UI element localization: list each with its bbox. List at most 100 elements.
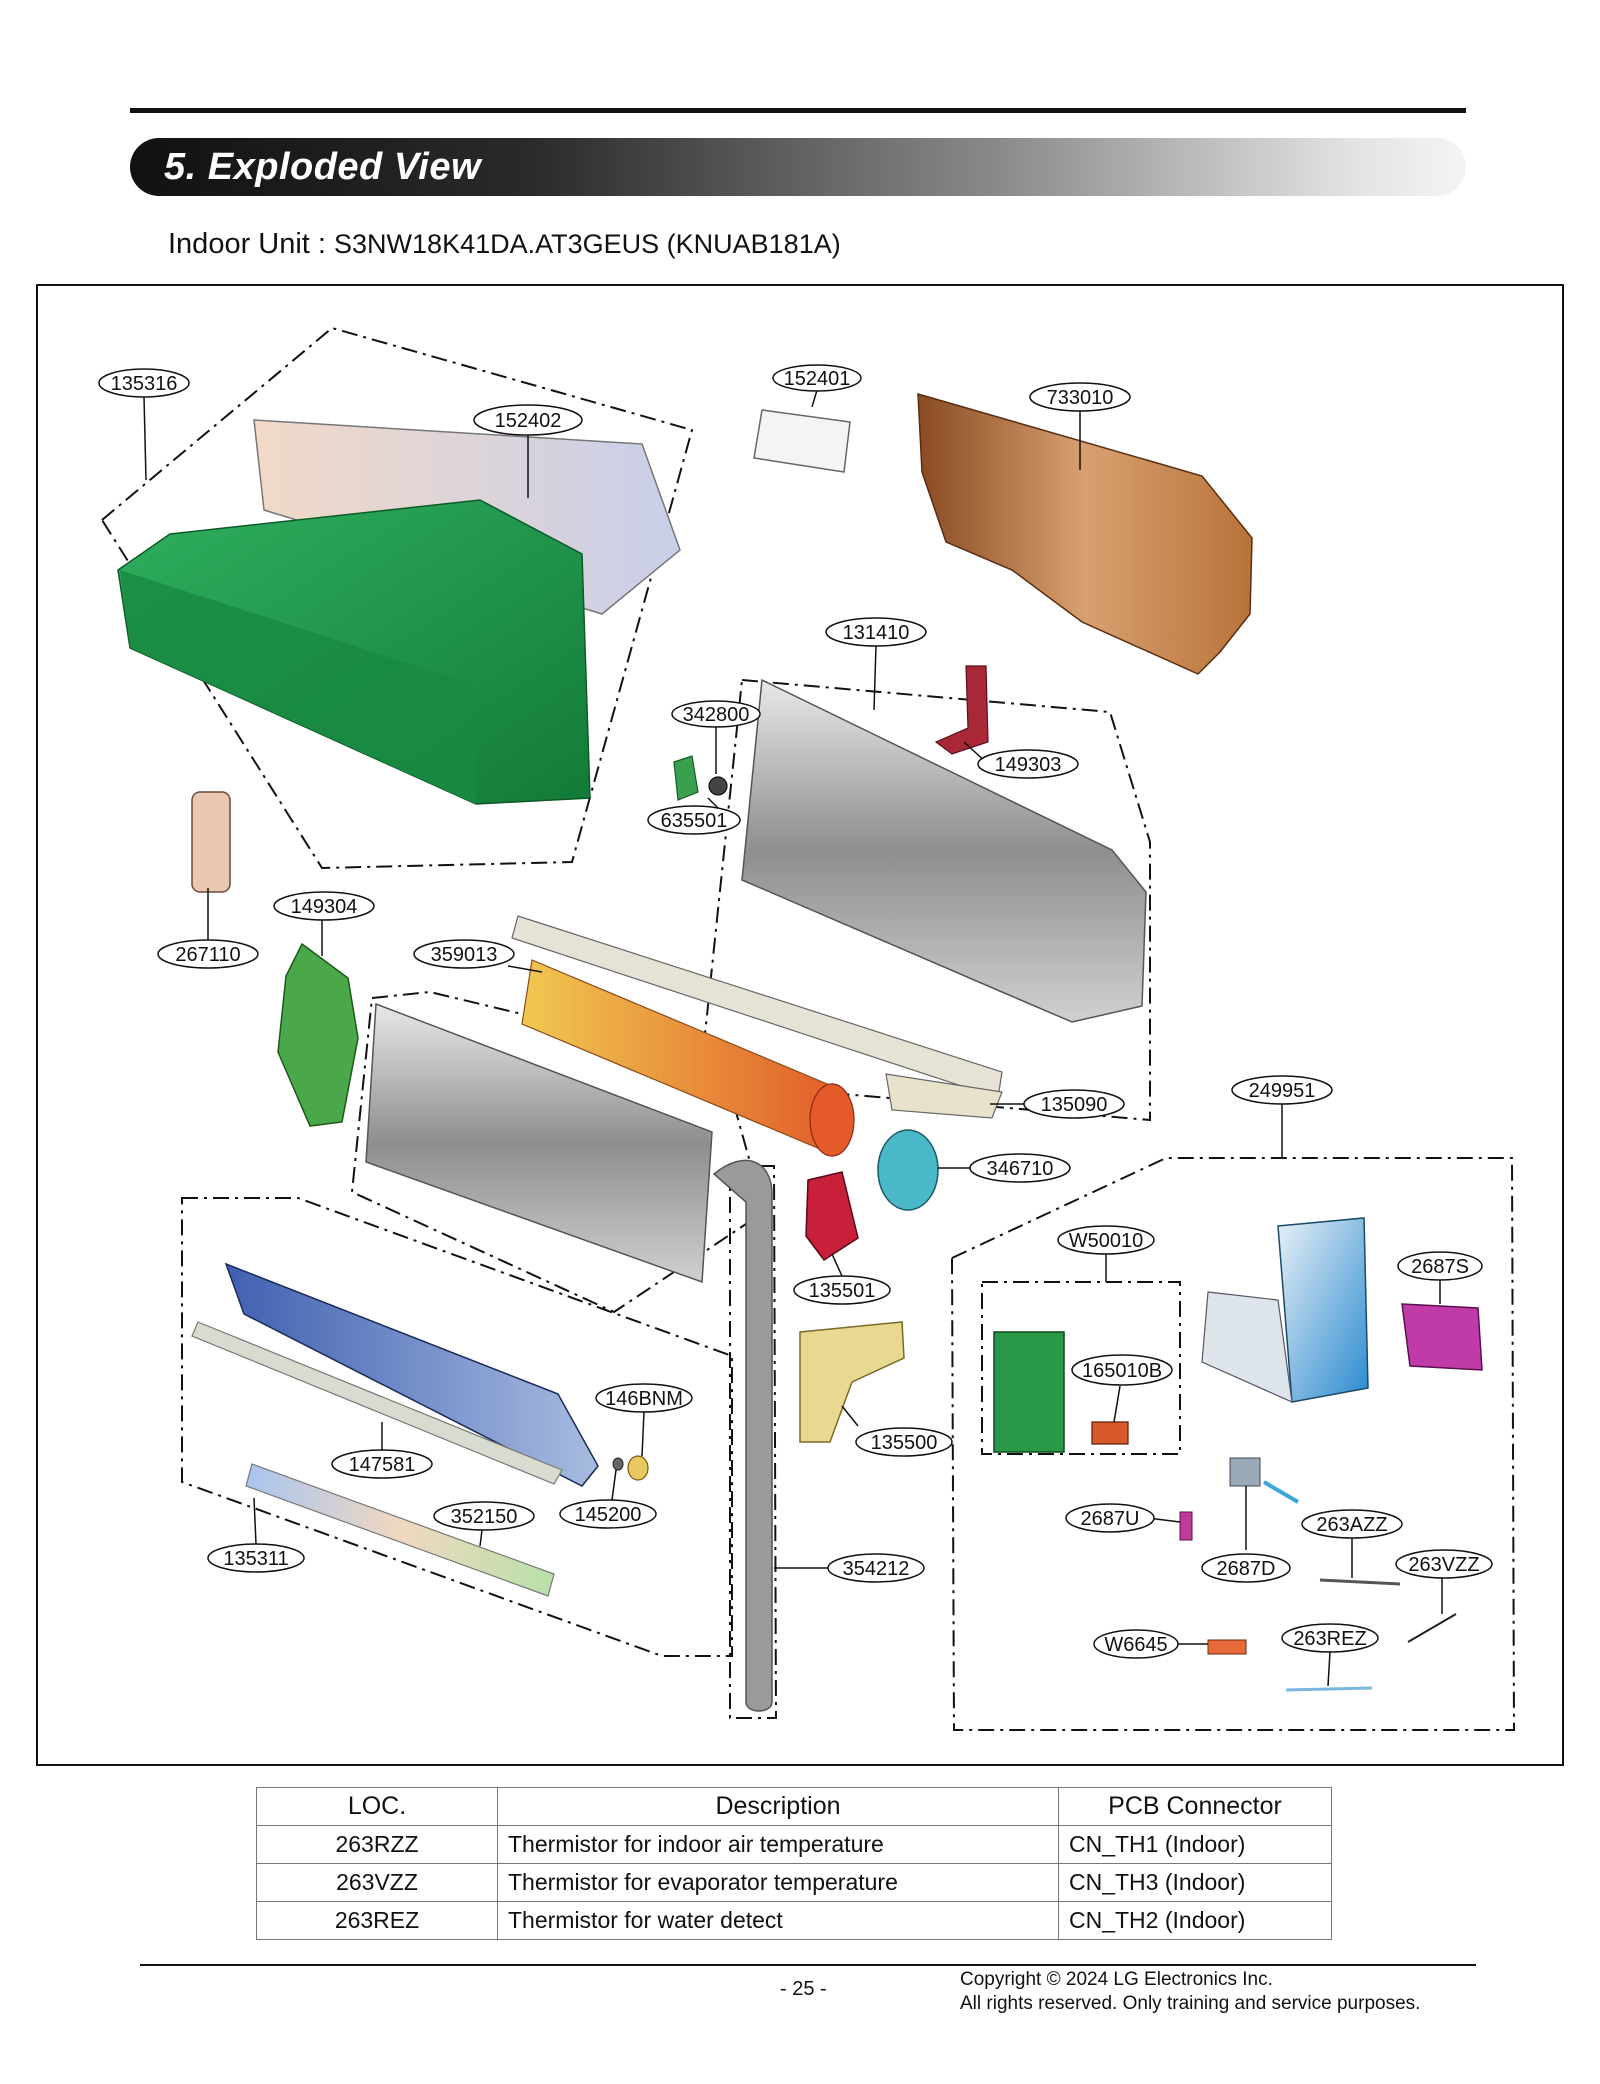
label-part (753, 409, 851, 473)
svg-text:135311: 135311 (223, 1548, 288, 1570)
bottom-rule (140, 1964, 1476, 1966)
table-row: 263VZZ Thermistor for evaporator tempera… (256, 1863, 1332, 1902)
copyright-line-2: All rights reserved. Only training and s… (960, 1993, 1421, 2014)
callout-352150: 352150 (433, 1501, 535, 1531)
leader-263REZ (1327, 1651, 1331, 1687)
exploded-diagram: 135316 152402 152401 733010 131410 34280… (36, 284, 1564, 1766)
remote-control-part (191, 791, 231, 893)
side-bracket-part (277, 942, 359, 1127)
leader-352150 (479, 1529, 483, 1547)
svg-text:149304: 149304 (291, 896, 358, 918)
drain-pan-part (224, 1262, 599, 1487)
leader-152401 (811, 389, 818, 408)
tube-part (245, 1463, 555, 1597)
lower-vane-part (191, 1321, 563, 1485)
callout-135311: 135311 (207, 1543, 305, 1573)
callout-354212: 354212 (827, 1553, 925, 1583)
relay-part (1091, 1421, 1129, 1445)
callout-263REZ: 263REZ (1281, 1623, 1379, 1653)
callout-249951: 249951 (1231, 1075, 1333, 1105)
svg-text:W6645: W6645 (1104, 1634, 1167, 1656)
svg-text:2687S: 2687S (1411, 1256, 1469, 1278)
callout-342800: 342800 (671, 700, 761, 728)
header-description: Description (497, 1787, 1059, 1826)
svg-text:359013: 359013 (431, 944, 498, 966)
step-motor-part (627, 1455, 649, 1481)
callout-145200: 145200 (559, 1499, 657, 1529)
header-pcb-connector: PCB Connector (1058, 1787, 1332, 1826)
callout-263VZZ: 263VZZ (1395, 1549, 1493, 1579)
leader-135311 (253, 1497, 257, 1545)
svg-text:352150: 352150 (451, 1506, 518, 1528)
drain-hose-part (712, 1159, 773, 1712)
row-pcb-connector: CN_TH3 (Indoor) (1058, 1863, 1332, 1902)
control-box-part (1277, 1217, 1369, 1403)
callout-165010B: 165010B (1071, 1354, 1173, 1386)
fan-motor-part (877, 1129, 939, 1211)
bracket-part (934, 665, 989, 755)
svg-text:W50010: W50010 (1069, 1230, 1144, 1252)
callout-149303: 149303 (977, 749, 1079, 779)
model-number: S3NW18K41DA.AT3GEUS (KNUAB181A) (334, 229, 841, 259)
drain-hose-group-outline (729, 1165, 778, 1719)
svg-text:249951: 249951 (1249, 1080, 1316, 1102)
svg-text:267110: 267110 (175, 944, 240, 966)
thermistor-azz-part (1319, 1578, 1401, 1586)
display-cable-part (1262, 1480, 1300, 1504)
leader-131410 (873, 645, 877, 711)
svg-text:149303: 149303 (995, 754, 1062, 776)
group-outlines (100, 326, 1516, 1731)
svg-text:354212: 354212 (843, 1558, 910, 1580)
header-loc: LOC. (256, 1787, 498, 1826)
copyright-line-1: Copyright © 2024 LG Electronics Inc. (960, 1969, 1273, 1990)
row-description: Thermistor for evaporator temperature (497, 1863, 1059, 1902)
leader-146BNM (641, 1411, 645, 1457)
chassis-group-outline (698, 678, 1151, 1122)
leader-135316 (143, 396, 147, 481)
svg-text:263REZ: 263REZ (1293, 1628, 1366, 1650)
callout-635501: 635501 (647, 805, 741, 835)
callout-135501: 135501 (793, 1275, 891, 1305)
callout-135500: 135500 (855, 1427, 953, 1457)
svg-text:152402: 152402 (495, 410, 562, 432)
svg-text:346710: 346710 (987, 1158, 1054, 1180)
callout-W6645: W6645 (1093, 1629, 1179, 1659)
fuse-part (1207, 1639, 1247, 1655)
front-panel-group-outline (100, 326, 694, 870)
fan-end-part (809, 1083, 855, 1157)
callout-2687S: 2687S (1397, 1251, 1483, 1281)
callout-733010: 733010 (1029, 382, 1131, 412)
page-number: - 25 - (780, 1978, 827, 2000)
svg-text:165010B: 165010B (1082, 1360, 1162, 1382)
display-pcb-part (1229, 1457, 1261, 1487)
front-cover-part (120, 570, 476, 804)
leader-165010B (1113, 1385, 1121, 1423)
svg-text:263VZZ: 263VZZ (1408, 1554, 1479, 1576)
svg-text:263AZZ: 263AZZ (1316, 1514, 1387, 1536)
thermistor-table: LOC. Description PCB Connector 263RZZ Th… (256, 1787, 1332, 1940)
leader-135500 (841, 1405, 859, 1427)
row-description: Thermistor for indoor air temperature (497, 1825, 1059, 1864)
bearing-holder-part (673, 755, 699, 801)
svg-text:135316: 135316 (111, 373, 178, 395)
bearing-part (708, 776, 728, 796)
thermistor-vzz-part (1407, 1613, 1457, 1643)
callout-131410: 131410 (825, 617, 927, 647)
svg-text:135090: 135090 (1041, 1094, 1108, 1116)
control-box-group-outline (950, 1157, 1516, 1731)
callout-152401: 152401 (772, 364, 862, 392)
thermistor-rez-part (1285, 1686, 1373, 1692)
row-loc: 263RZZ (256, 1825, 498, 1864)
svg-text:635501: 635501 (661, 810, 728, 832)
svg-text:342800: 342800 (683, 704, 750, 726)
control-box-cover-part (1201, 1291, 1293, 1403)
pcb-subgroup-outline (981, 1281, 1181, 1455)
callout-135090: 135090 (1023, 1089, 1125, 1119)
callout-2687D: 2687D (1201, 1553, 1291, 1583)
chassis-part (741, 678, 1147, 1023)
motor-cover-part (805, 1171, 859, 1262)
part-illustrations (117, 392, 1483, 1712)
subtitle-prefix: Indoor Unit : (168, 228, 335, 260)
top-rule (130, 108, 1466, 113)
row-loc: 263REZ (256, 1901, 498, 1940)
